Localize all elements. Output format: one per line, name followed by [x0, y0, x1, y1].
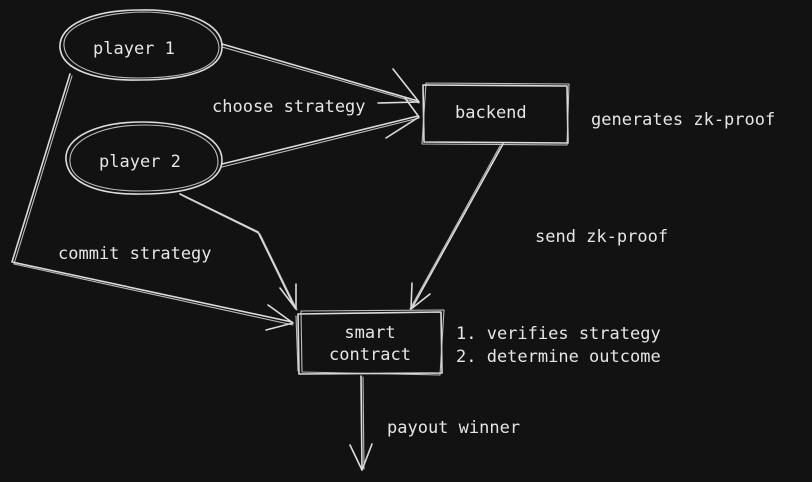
generates-zk-proof-note: generates zk-proof	[591, 110, 776, 130]
payout-winner-label: payout winner	[387, 418, 521, 438]
backend-label: backend	[455, 103, 527, 123]
player-2-node	[65, 121, 223, 195]
smart-contract-node	[295, 309, 445, 376]
backend-node	[421, 82, 570, 146]
edge-player1-backend	[221, 43, 420, 104]
commit-strategy-label: commit strategy	[58, 244, 212, 264]
player-1-label: player 1	[93, 39, 175, 59]
smart-contract-label: smart contract	[310, 322, 430, 366]
contract-step-1-note: 1. verifies strategy	[456, 324, 661, 344]
send-zk-proof-label: send zk-proof	[535, 227, 669, 247]
contract-step-2-note: 2. determine outcome	[456, 347, 661, 367]
edge-backend-contract	[409, 143, 504, 310]
edge-player1-contract	[11, 73, 294, 331]
smart-contract-label-line2: contract	[329, 345, 411, 366]
edge-payout	[349, 375, 373, 471]
choose-strategy-label: choose strategy	[212, 97, 366, 117]
smart-contract-label-line1: smart	[344, 323, 396, 343]
player-1-node	[59, 9, 223, 81]
edge-player2-backend	[221, 97, 420, 168]
player-2-label: player 2	[99, 152, 181, 172]
edge-player2-contract	[179, 193, 298, 311]
